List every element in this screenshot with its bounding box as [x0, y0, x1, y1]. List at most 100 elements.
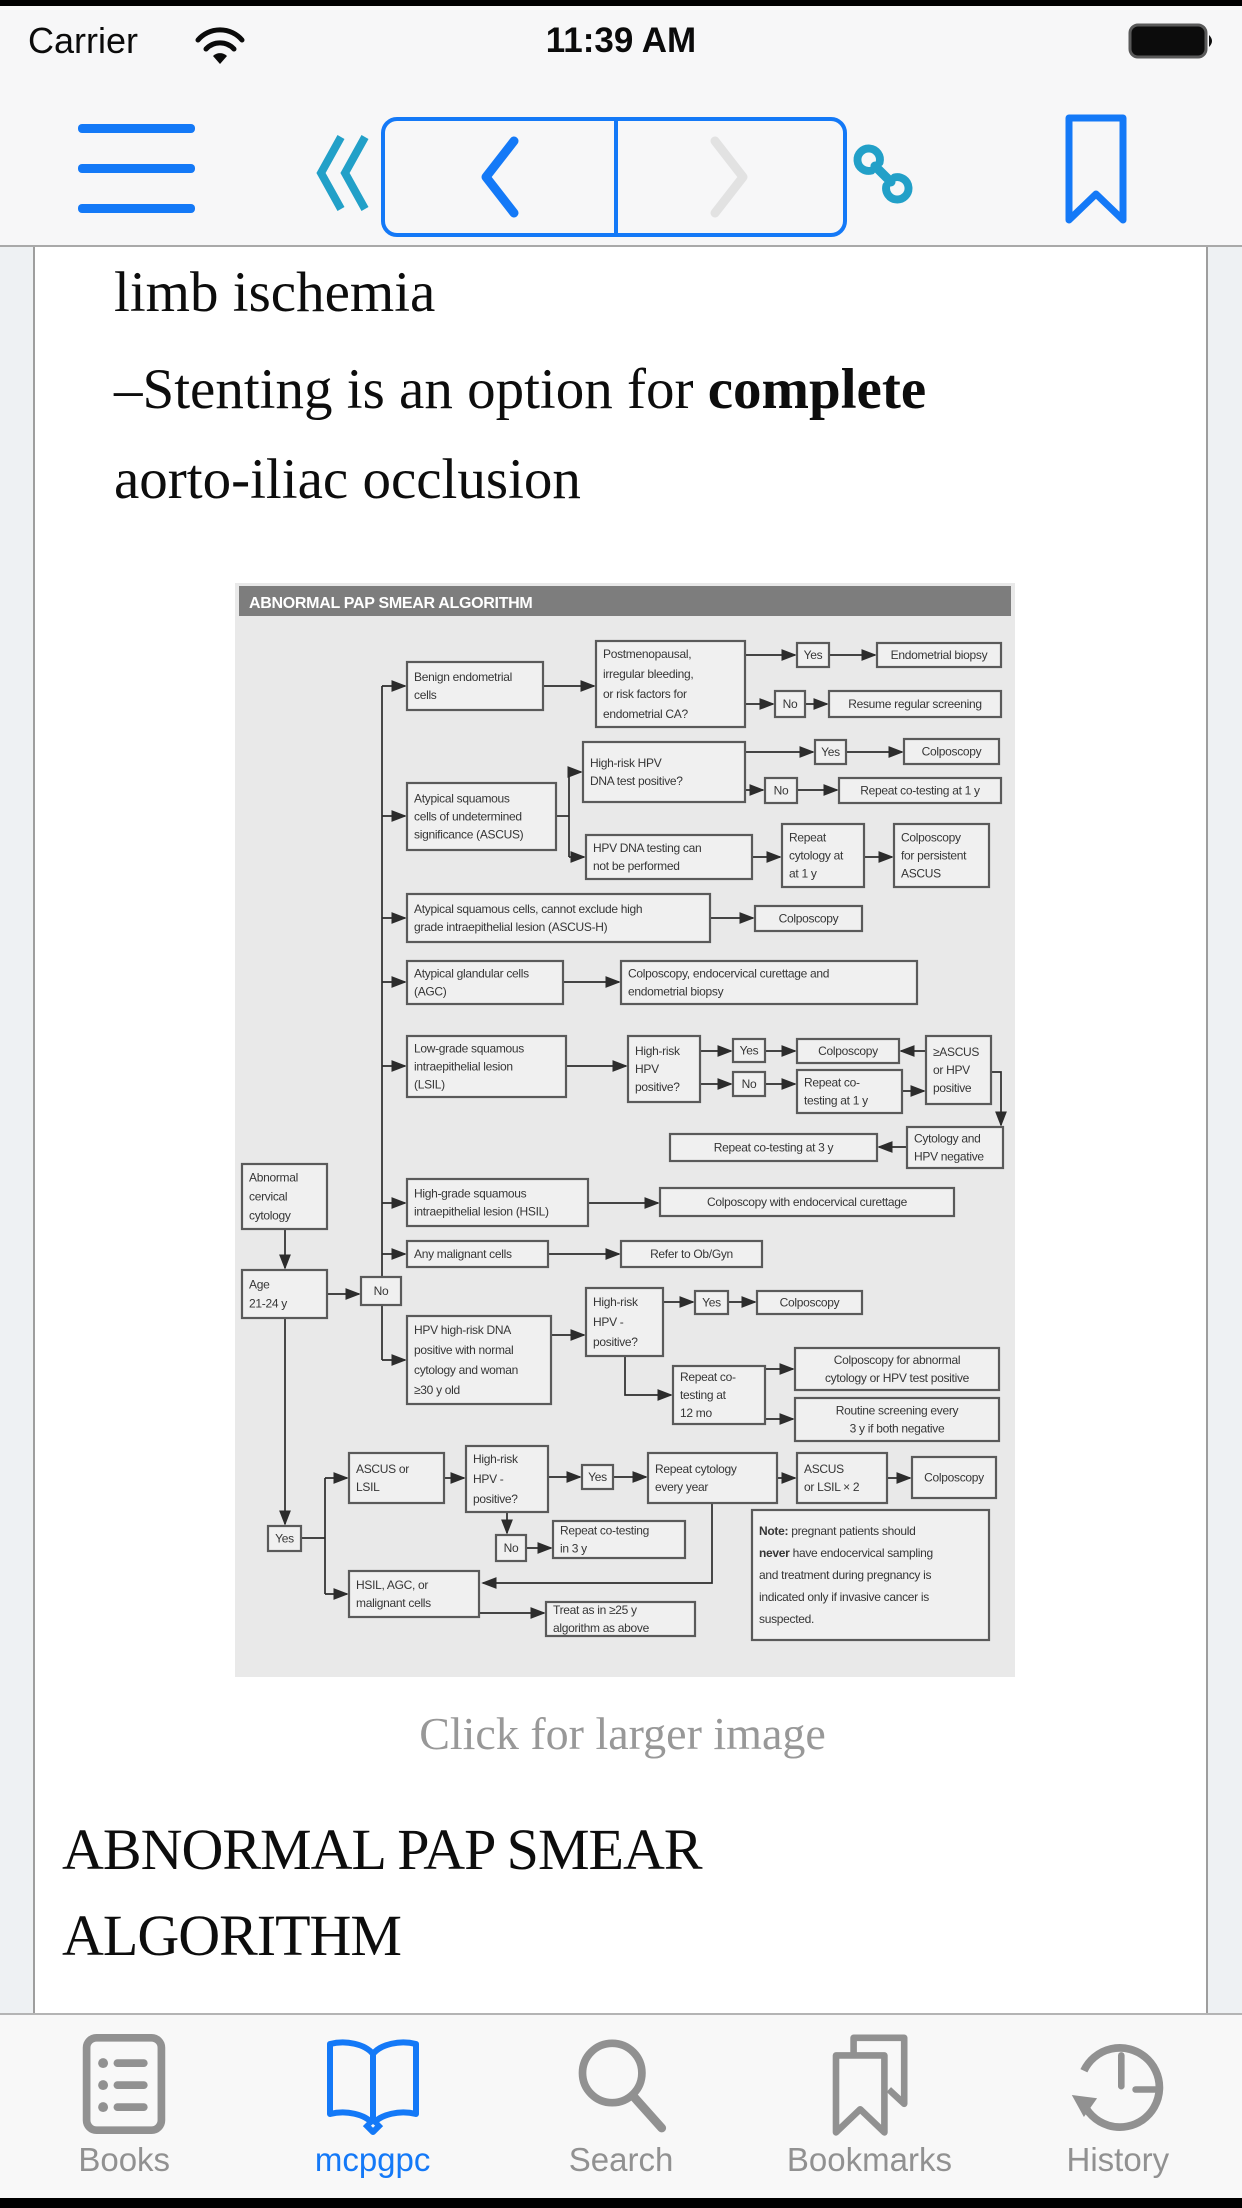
chevron-right-icon — [710, 136, 747, 218]
svg-text:No: No — [374, 1284, 389, 1298]
tab-search[interactable]: Search — [497, 2015, 745, 2198]
top-black-strip — [0, 0, 1242, 6]
tab-mcpgpc[interactable]: mcpgpc — [248, 2015, 496, 2198]
svg-text:HPV: HPV — [635, 1062, 659, 1076]
svg-text:algorithm as above: algorithm as above — [553, 1621, 650, 1635]
book-page[interactable]: limb ischemia –Stenting is an option for… — [33, 247, 1208, 2013]
svg-text:No: No — [783, 697, 798, 711]
chevron-left-icon — [481, 136, 518, 218]
para2-line2: aorto-iliac occlusion — [114, 448, 581, 511]
bookmark-button[interactable] — [1064, 114, 1128, 226]
svg-text:for persistent: for persistent — [901, 849, 967, 863]
svg-text:ABNORMAL PAP SMEAR ALGORITHM: ABNORMAL PAP SMEAR ALGORITHM — [249, 595, 532, 612]
bookmark-icon — [1065, 114, 1127, 224]
tools-button[interactable] — [850, 124, 916, 224]
segment-divider — [614, 121, 618, 233]
svg-text:every year: every year — [655, 1480, 708, 1494]
svg-text:Atypical glandular cells: Atypical glandular cells — [414, 967, 529, 981]
svg-text:12 mo: 12 mo — [680, 1406, 712, 1420]
svg-text:not be performed: not be performed — [593, 859, 680, 873]
svg-text:No: No — [504, 1541, 519, 1555]
para2-prefix: –Stenting is an option for — [114, 358, 708, 421]
svg-text:Low-grade squamous: Low-grade squamous — [414, 1042, 524, 1056]
menu-button[interactable] — [78, 118, 195, 214]
svg-text:Resume regular screening: Resume regular screening — [848, 697, 982, 711]
svg-text:Repeat co-testing: Repeat co-testing — [560, 1524, 649, 1538]
heading-line2: ALGORITHM — [62, 1903, 402, 1968]
svg-text:Postmenopausal,: Postmenopausal, — [603, 647, 691, 661]
svg-text:or LSIL × 2: or LSIL × 2 — [804, 1480, 860, 1494]
svg-text:cells of undetermined: cells of undetermined — [414, 810, 522, 824]
svg-text:Abnormal: Abnormal — [249, 1171, 298, 1185]
svg-text:HPV -: HPV - — [593, 1315, 624, 1329]
svg-text:Refer to Ob/Gyn: Refer to Ob/Gyn — [650, 1247, 733, 1261]
svg-text:intraepithelial lesion: intraepithelial lesion — [414, 1060, 513, 1074]
svg-text:Colposcopy, endocervical curet: Colposcopy, endocervical curettage and — [628, 967, 829, 981]
svg-text:Colposcopy: Colposcopy — [818, 1044, 878, 1058]
para2-bold: complete — [707, 358, 927, 421]
svg-text:DNA test positive?: DNA test positive? — [590, 774, 683, 788]
tab-label: Books — [78, 2141, 171, 2178]
svg-text:cells: cells — [414, 688, 437, 702]
svg-text:in 3 y: in 3 y — [560, 1542, 587, 1556]
svg-text:No: No — [742, 1077, 757, 1091]
tab-bookmarks[interactable]: Bookmarks — [745, 2015, 993, 2198]
svg-text:High-risk: High-risk — [593, 1295, 639, 1309]
svg-text:testing at 1 y: testing at 1 y — [804, 1094, 868, 1108]
svg-text:testing at: testing at — [680, 1388, 727, 1402]
svg-text:Repeat cytology: Repeat cytology — [655, 1462, 737, 1476]
svg-text:Colposcopy: Colposcopy — [779, 912, 839, 926]
search-icon — [578, 2039, 667, 2133]
svg-text:cytology or HPV test positive: cytology or HPV test positive — [825, 1371, 970, 1385]
svg-text:≥ASCUS: ≥ASCUS — [933, 1045, 979, 1059]
svg-text:Repeat co-testing at 3 y: Repeat co-testing at 3 y — [714, 1141, 834, 1155]
open-book-icon — [326, 2039, 419, 2135]
skip-back-button[interactable] — [315, 133, 373, 213]
back-page-button[interactable] — [385, 121, 614, 233]
svg-text:Repeat co-: Repeat co- — [680, 1370, 736, 1384]
status-time: 11:39 AM — [545, 21, 697, 60]
svg-text:Any malignant cells: Any malignant cells — [414, 1247, 512, 1261]
svg-text:Yes: Yes — [821, 745, 840, 759]
svg-text:or risk factors for: or risk factors for — [603, 687, 687, 701]
svg-text:Yes: Yes — [702, 1296, 721, 1310]
forward-page-button[interactable] — [614, 121, 843, 233]
bottom-tab-bar: Books mcpgpc Search — [0, 2013, 1242, 2198]
image-caption: Click for larger image — [419, 1708, 826, 1759]
svg-text:Repeat: Repeat — [789, 831, 827, 845]
svg-text:Note: pregnant patients should: Note: pregnant patients should — [759, 1524, 915, 1538]
svg-text:Colposcopy: Colposcopy — [924, 1471, 984, 1485]
svg-text:cervical: cervical — [249, 1190, 287, 1204]
svg-text:Colposcopy: Colposcopy — [901, 831, 961, 845]
svg-text:positive?: positive? — [635, 1080, 680, 1094]
tab-label: mcpgpc — [314, 2141, 431, 2178]
svg-text:irregular bleeding,: irregular bleeding, — [603, 667, 693, 681]
svg-text:HPV DNA testing can: HPV DNA testing can — [593, 841, 701, 855]
history-clock-icon — [1071, 2044, 1164, 2131]
svg-text:Age: Age — [249, 1278, 270, 1292]
wrench-icon — [853, 144, 913, 204]
tab-label: Search — [568, 2141, 674, 2178]
tab-books[interactable]: Books — [0, 2015, 248, 2198]
svg-text:High-risk: High-risk — [473, 1452, 519, 1466]
svg-text:endometrial biopsy: endometrial biopsy — [628, 985, 724, 999]
tab-history[interactable]: History — [994, 2015, 1242, 2198]
svg-text:ASCUS: ASCUS — [804, 1462, 844, 1476]
svg-text:Repeat co-: Repeat co- — [804, 1076, 860, 1090]
body-text-paragraph: –Stenting is an option for complete aorto… — [114, 345, 1174, 525]
svg-text:at 1 y: at 1 y — [789, 867, 817, 881]
svg-text:No: No — [774, 784, 789, 798]
svg-text:21-24 y: 21-24 y — [249, 1297, 287, 1311]
svg-text:Yes: Yes — [275, 1532, 294, 1546]
svg-text:Routine screening every: Routine screening every — [836, 1404, 959, 1418]
svg-text:positive?: positive? — [473, 1492, 518, 1506]
svg-text:Yes: Yes — [588, 1470, 607, 1484]
bookmarks-icon — [833, 2034, 908, 2136]
svg-text:HPV negative: HPV negative — [914, 1150, 984, 1164]
svg-text:Yes: Yes — [804, 648, 823, 662]
svg-text:cytology at: cytology at — [789, 849, 844, 863]
svg-text:≥30 y old: ≥30 y old — [414, 1383, 460, 1397]
svg-text:Endometrial biopsy: Endometrial biopsy — [891, 648, 988, 662]
